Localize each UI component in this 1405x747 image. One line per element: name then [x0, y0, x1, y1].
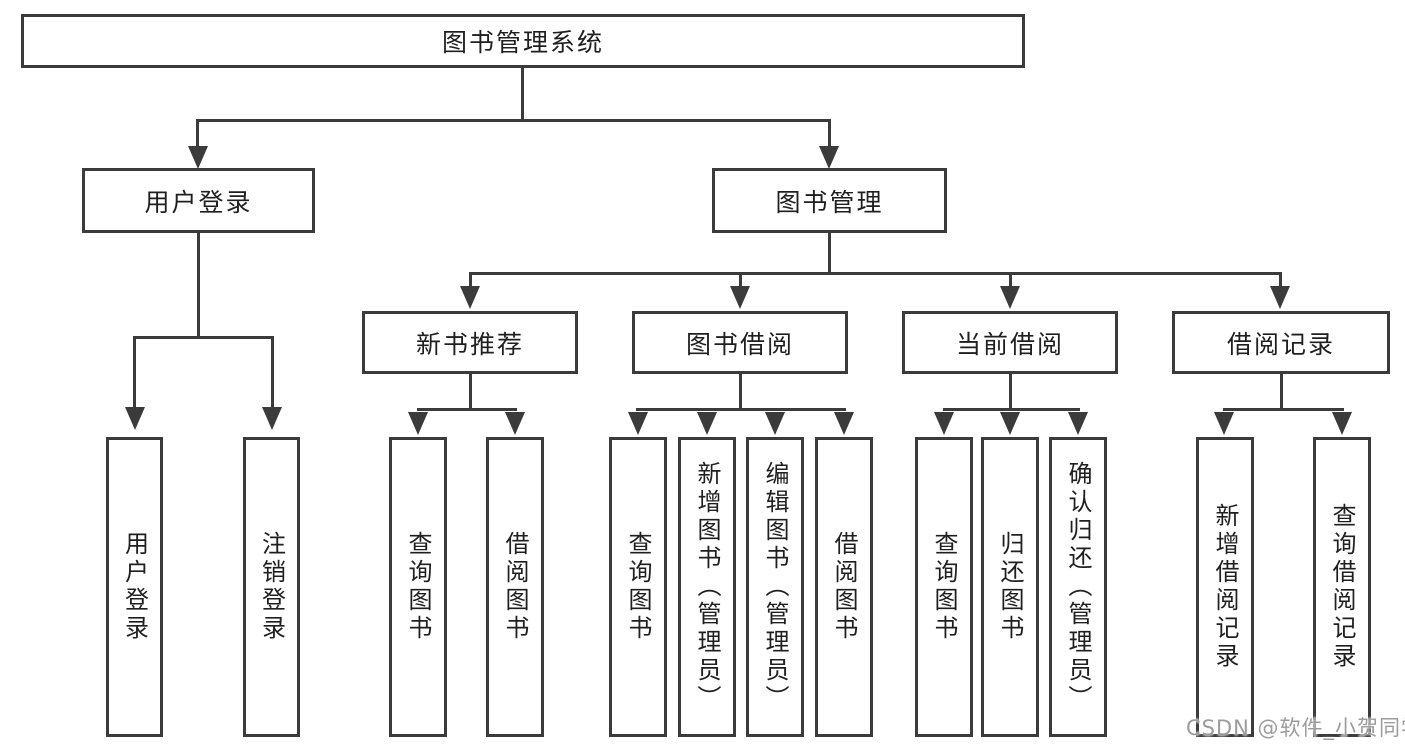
leaf-query-books-recommend: 查询图书	[389, 437, 447, 737]
node-label: 查询图书	[404, 531, 432, 643]
connector-hline	[133, 336, 274, 339]
connector-hline	[1223, 408, 1344, 411]
arrowhead-down-icon	[505, 412, 525, 435]
connector-hline	[943, 408, 1080, 411]
leaf-add-book-admin: 新增图书（管理员）	[678, 437, 736, 737]
connector-vline	[271, 339, 274, 408]
node-library-management-system: 图书管理系统	[21, 14, 1025, 68]
node-label: 查询图书	[624, 531, 652, 643]
node-current-borrowing: 当前借阅	[902, 311, 1118, 374]
node-borrowing-records: 借阅记录	[1172, 311, 1390, 374]
arrowhead-down-icon	[1270, 286, 1290, 309]
node-label: 图书管理系统	[441, 28, 604, 57]
leaf-user-login: 用户登录	[106, 437, 163, 737]
connector-vline	[828, 233, 831, 273]
node-label: 编辑图书（管理员）	[761, 461, 789, 713]
arrowhead-down-icon	[460, 286, 480, 309]
node-label: 图书管理	[775, 187, 884, 217]
leaf-query-books-current: 查询图书	[915, 437, 973, 737]
connector-vline	[469, 374, 472, 410]
connector-vline	[828, 122, 831, 147]
arrowhead-down-icon	[125, 407, 145, 430]
node-label: 借阅图书	[501, 531, 529, 643]
arrowhead-down-icon	[408, 412, 428, 435]
connector-hline	[636, 408, 846, 411]
leaf-return-book: 归还图书	[981, 437, 1039, 737]
connector-vline	[1009, 275, 1012, 287]
node-label: 借阅图书	[830, 531, 858, 643]
arrowhead-down-icon	[934, 412, 954, 435]
arrowhead-down-icon	[1214, 412, 1234, 435]
node-label: 用户登录	[144, 187, 253, 217]
arrowhead-down-icon	[765, 412, 785, 435]
arrowhead-down-icon	[1000, 412, 1020, 435]
node-label: 归还图书	[996, 531, 1024, 643]
leaf-borrow-book: 借阅图书	[815, 437, 873, 737]
connector-hline	[469, 272, 1282, 275]
node-book-borrowing: 图书借阅	[632, 311, 848, 374]
arrowhead-down-icon	[1000, 286, 1020, 309]
leaf-edit-book-admin: 编辑图书（管理员）	[746, 437, 804, 737]
leaf-logout: 注销登录	[243, 437, 300, 737]
connector-vline	[1009, 374, 1012, 410]
node-label: 借阅记录	[1226, 329, 1335, 359]
connector-hline	[196, 119, 831, 122]
connector-vline	[739, 374, 742, 410]
connector-vline	[196, 122, 199, 147]
leaf-query-books-borrow: 查询图书	[609, 437, 667, 737]
csdn-watermark: CSDN @软件_小贺同学	[1186, 716, 1405, 740]
connector-vline	[133, 339, 136, 408]
node-label: 新增图书（管理员）	[693, 461, 721, 713]
arrowhead-down-icon	[1068, 412, 1088, 435]
connector-vline	[469, 275, 472, 287]
node-label: 查询图书	[930, 531, 958, 643]
leaf-confirm-return-admin: 确认归还（管理员）	[1049, 437, 1107, 737]
arrowhead-down-icon	[819, 146, 839, 169]
node-user-login: 用户登录	[82, 168, 315, 233]
leaf-borrow-books-recommend: 借阅图书	[486, 437, 544, 737]
node-book-management: 图书管理	[712, 168, 947, 233]
node-label: 当前借阅	[955, 329, 1064, 359]
node-label: 查询借阅记录	[1328, 503, 1356, 671]
arrowhead-down-icon	[834, 412, 854, 435]
node-new-book-recommend: 新书推荐	[362, 311, 578, 374]
arrowhead-down-icon	[262, 407, 282, 430]
connector-vline	[521, 68, 524, 120]
arrowhead-down-icon	[1332, 412, 1352, 435]
node-label: 用户登录	[120, 531, 149, 643]
arrowhead-down-icon	[697, 412, 717, 435]
connector-vline	[739, 275, 742, 287]
leaf-add-borrow-record: 新增借阅记录	[1196, 437, 1254, 737]
node-label: 注销登录	[257, 531, 286, 643]
connector-vline	[1280, 374, 1283, 410]
connector-vline	[197, 233, 200, 337]
arrowhead-down-icon	[730, 286, 750, 309]
connector-vline	[1279, 275, 1282, 287]
arrowhead-down-icon	[188, 146, 208, 169]
leaf-query-borrow-record: 查询借阅记录	[1313, 437, 1371, 737]
node-label: 确认归还（管理员）	[1064, 461, 1092, 713]
connector-hline	[417, 408, 517, 411]
node-label: 图书借阅	[685, 329, 794, 359]
node-label: 新增借阅记录	[1211, 503, 1239, 671]
arrowhead-down-icon	[628, 412, 648, 435]
node-label: 新书推荐	[415, 329, 524, 359]
